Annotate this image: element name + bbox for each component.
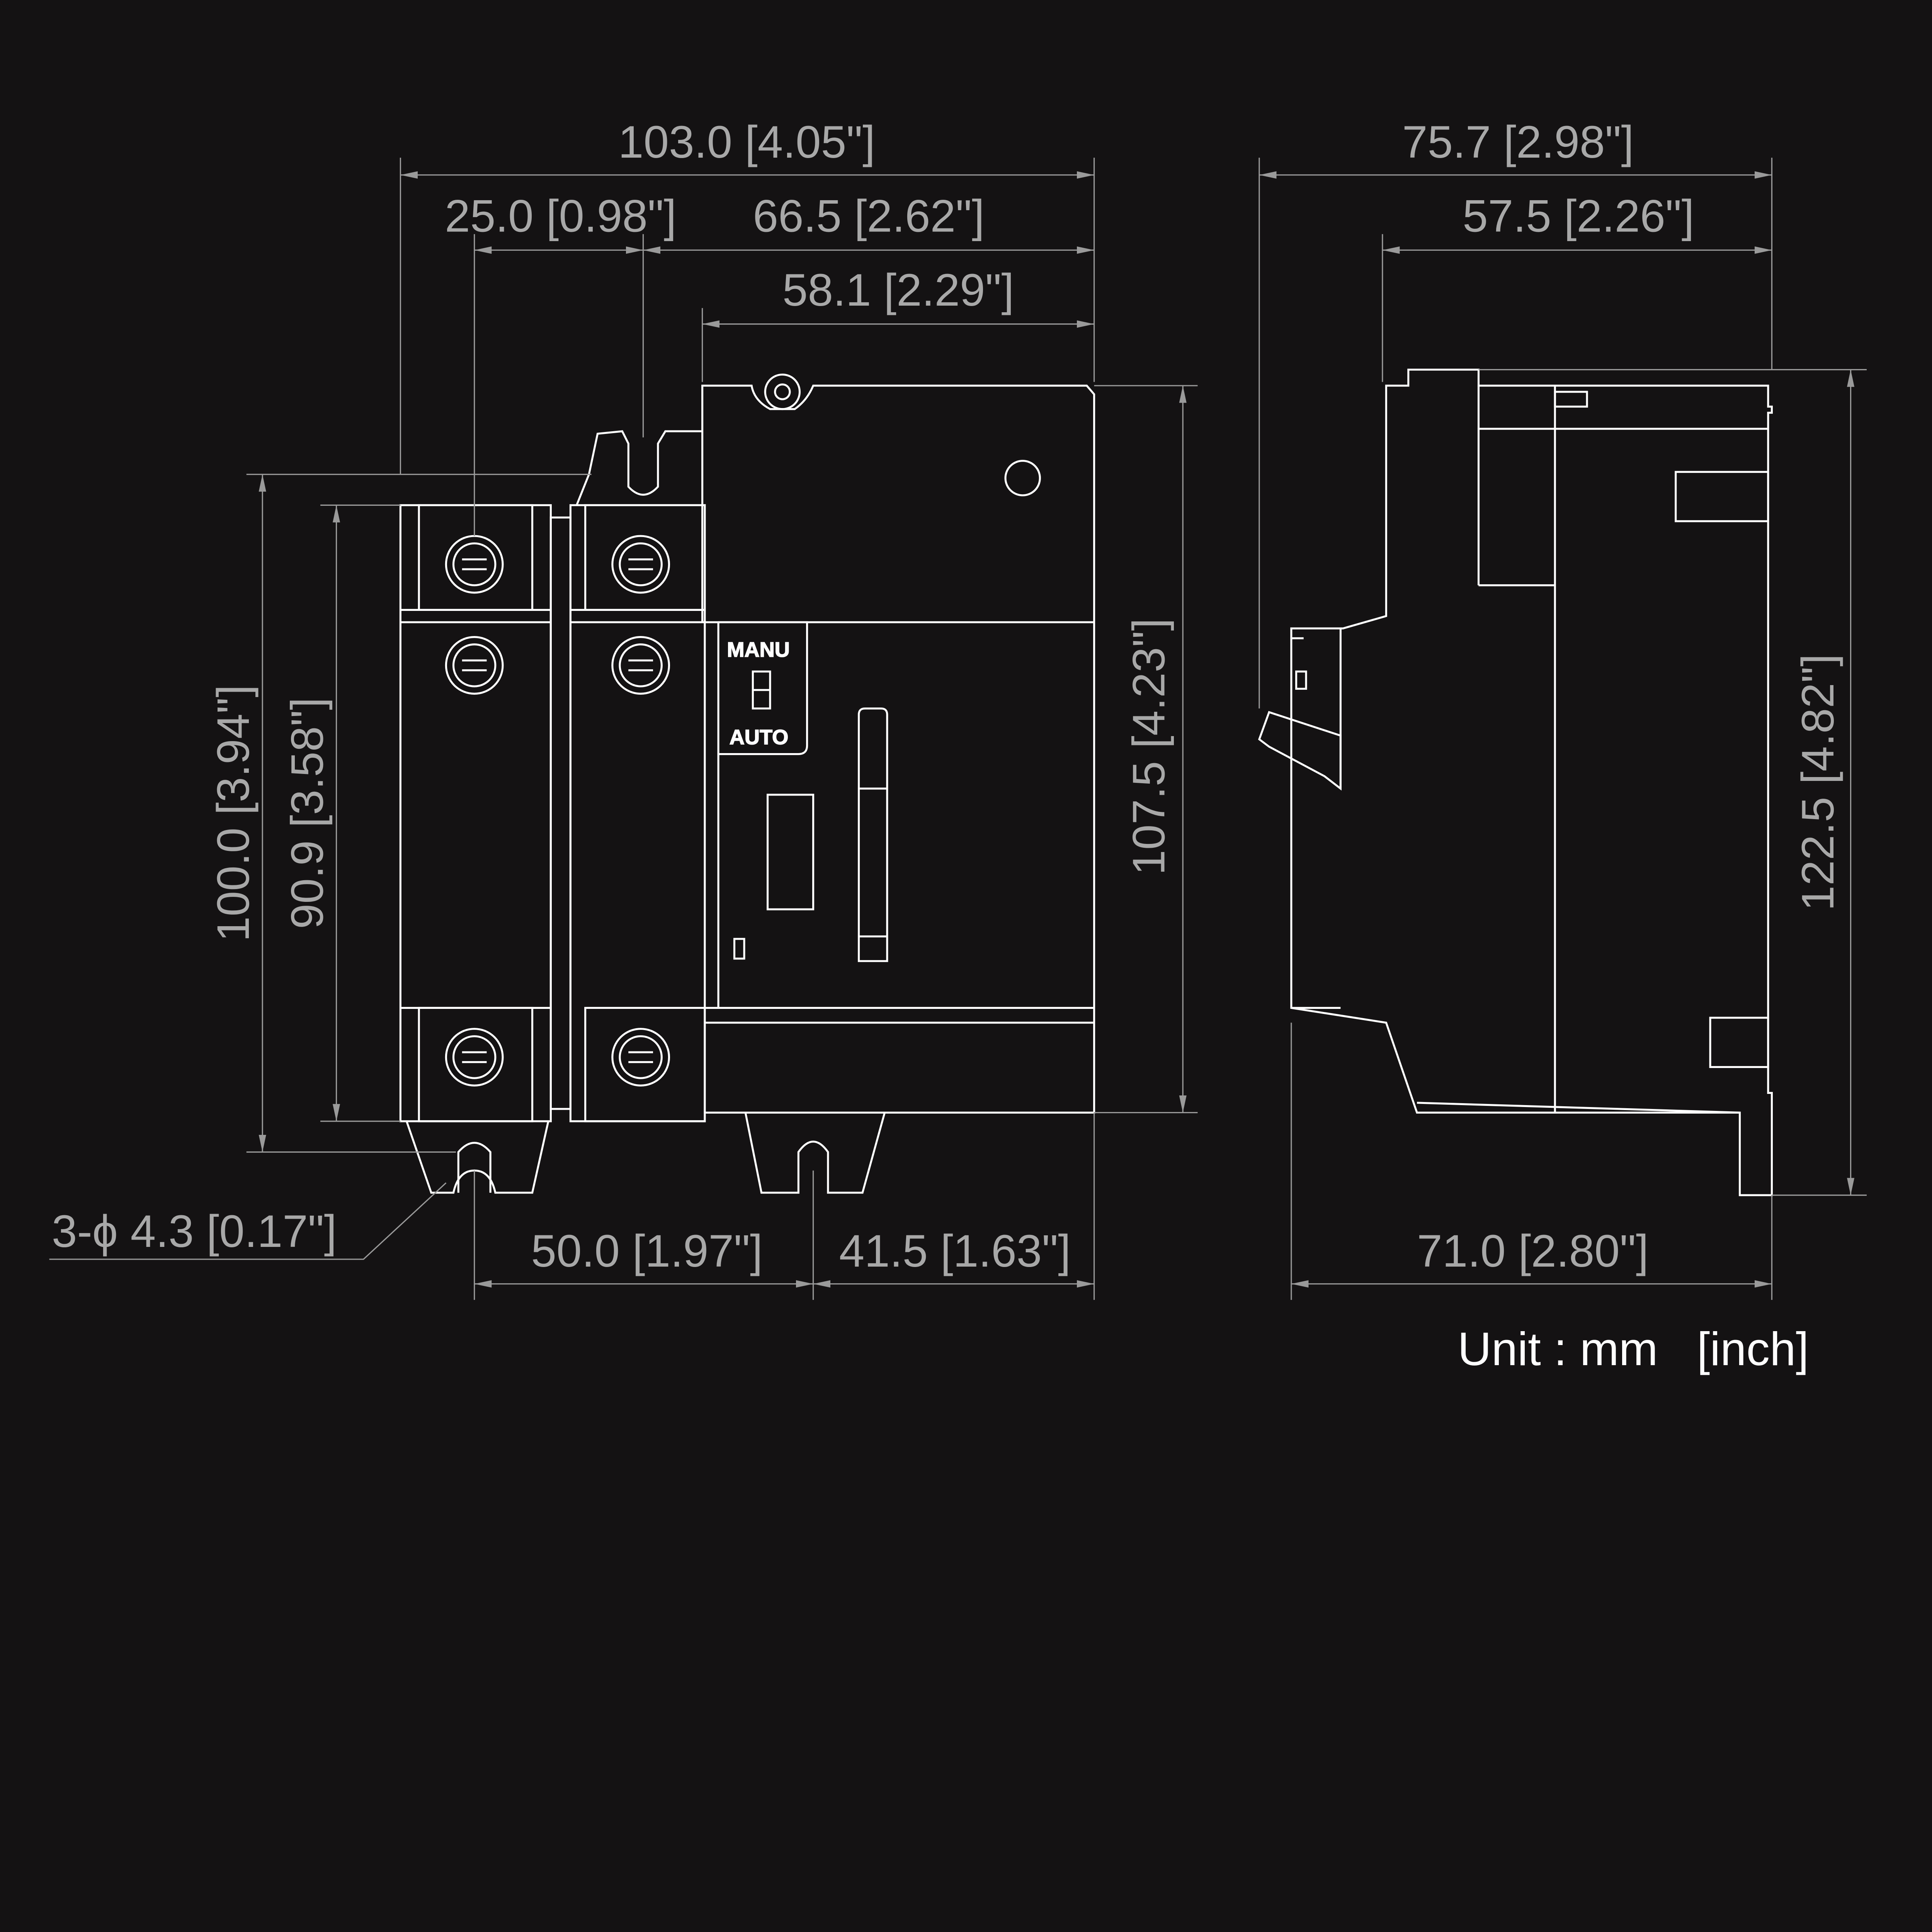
mount-hole-top <box>764 373 801 410</box>
dim-body-height: 107.5 [4.23"] <box>1123 618 1174 875</box>
front-view: MANU AUTO <box>399 373 1095 1194</box>
dim-mount-holes: 3-ϕ 4.3 [0.17"] <box>52 1206 337 1257</box>
dim-body-width: 58.1 [2.29"] <box>782 265 1014 316</box>
auto-label: AUTO <box>730 726 789 749</box>
dim-base-depth: 71.0 [2.80"] <box>1417 1226 1648 1277</box>
dim-upper-depth: 57.5 [2.26"] <box>1463 190 1694 242</box>
dim-height-total: 100.0 [3.94"] <box>208 685 259 942</box>
dim-height-inner: 90.9 [3.58"] <box>282 697 333 929</box>
display-window <box>767 794 815 910</box>
dim-side-height: 122.5 [4.82"] <box>1793 654 1844 911</box>
dim-overall-width: 103.0 [4.05"] <box>618 117 875 168</box>
dim-overall-depth: 75.7 [2.98"] <box>1402 117 1634 168</box>
indicator-lamp <box>1004 460 1041 497</box>
side-view <box>1258 369 1773 1196</box>
unit-note: Unit : mm [inch] <box>1458 1323 1809 1375</box>
side-dimensions: 75.7 [2.98"] 57.5 [2.26"] 71.0 [2.80"] 1… <box>1259 117 1867 1300</box>
dim-hole-to-edge: 41.5 [1.63"] <box>839 1226 1071 1277</box>
dim-hole-spacing: 50.0 [1.97"] <box>531 1226 762 1277</box>
manu-label: MANU <box>727 638 790 662</box>
dim-right-width: 66.5 [2.62"] <box>753 190 984 242</box>
front-dimensions: 103.0 [4.05"] 25.0 [0.98"] 66.5 [2.62"] … <box>49 117 1198 1300</box>
handle-slot[interactable] <box>858 707 888 962</box>
dimension-drawing: MANU AUTO <box>49 117 1867 1375</box>
side-handle[interactable] <box>1258 711 1342 791</box>
terminal-screws <box>445 535 670 1087</box>
dim-pole-pitch: 25.0 [0.98"] <box>445 190 676 242</box>
